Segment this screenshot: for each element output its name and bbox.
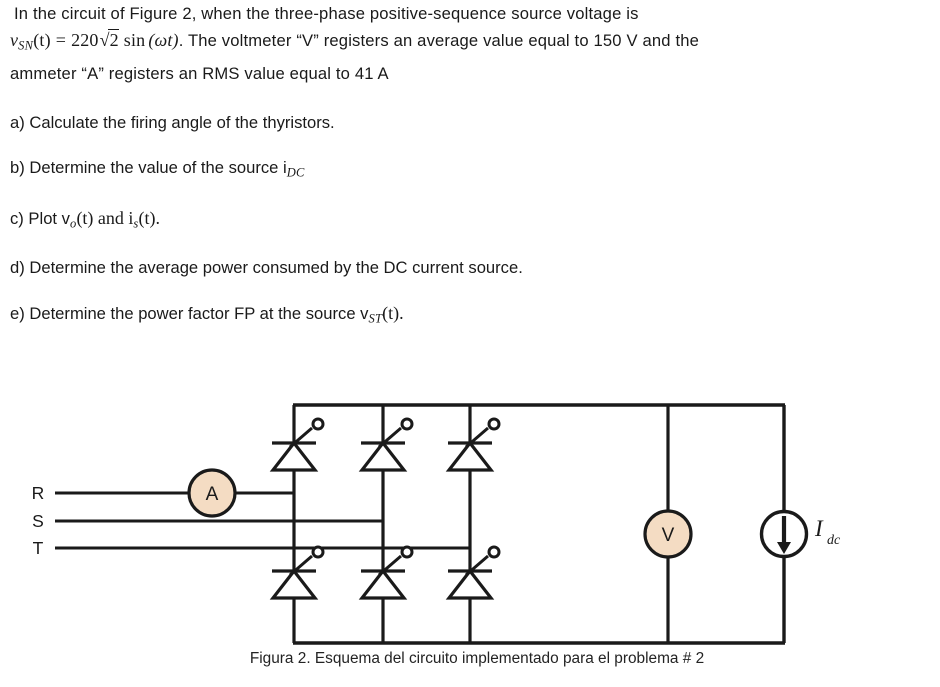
circuit-diagram: R S T A xyxy=(32,403,841,645)
sine-function: sin xyxy=(123,30,146,50)
radicand: 2 xyxy=(109,30,119,50)
question-list: a) Calculate the firing angle of the thy… xyxy=(0,112,940,353)
problem-statement: In the circuit of Figure 2, when the thr… xyxy=(0,0,940,87)
current-source-label-subscript: dc xyxy=(827,533,841,548)
statement-line-3: ammeter “A” registers an RMS value equal… xyxy=(10,63,389,83)
phase-label-s: S xyxy=(32,511,44,531)
current-source-branch: I dc xyxy=(759,405,841,643)
question-c-subscript-1: o xyxy=(69,216,77,230)
ammeter-body xyxy=(187,468,237,518)
current-source-label: I xyxy=(814,516,824,541)
voltage-amplitude: 220 xyxy=(71,30,99,50)
current-source-arrow-head xyxy=(777,542,791,554)
question-c-middle: (t) and i xyxy=(76,207,134,228)
question-c-tail: (t). xyxy=(138,207,161,228)
question-c-text: c) Plot v xyxy=(10,208,70,228)
question-item-a: a) Calculate the firing angle of the thy… xyxy=(10,113,335,132)
radical-bar xyxy=(108,28,119,30)
question-b-subscript: DC xyxy=(286,165,305,180)
question-c-subscript-2: s xyxy=(133,216,139,230)
voltage-variable-subscript: SN xyxy=(18,38,34,53)
sine-argument: (ωt) xyxy=(148,30,179,50)
phase-labels: R S T xyxy=(32,483,45,558)
question-e-text: e) Determine the power factor FP at the … xyxy=(10,304,369,323)
question-item-d: d) Determine the average power consumed … xyxy=(10,258,523,277)
phase-label-t: T xyxy=(33,538,44,558)
thyristor-upper-t[interactable] xyxy=(446,417,501,472)
voltmeter-branch: V xyxy=(643,405,693,643)
bridge-leg-r xyxy=(270,405,325,643)
circuit-figure: R S T A xyxy=(0,378,940,687)
voltmeter-label: V xyxy=(662,525,675,546)
equals-sign: = xyxy=(55,30,67,50)
phase-label-r: R xyxy=(32,483,45,503)
square-root: √2 xyxy=(99,28,119,50)
bridge-leg-s xyxy=(359,405,414,643)
question-e-tail: (t). xyxy=(382,303,404,323)
question-item-c: c) Plot vo(t) and is(t). xyxy=(0,207,940,258)
dc-current-source[interactable] xyxy=(759,509,809,559)
ammeter[interactable]: A xyxy=(187,468,237,518)
thyristor-upper-r[interactable] xyxy=(270,417,325,472)
dc-rails xyxy=(293,403,785,645)
question-e-subscript: ST xyxy=(368,311,383,326)
ammeter-label: A xyxy=(206,484,219,505)
voltage-variable: v xyxy=(10,30,19,50)
voltmeter-body xyxy=(643,509,693,559)
bridge-leg-t xyxy=(446,405,501,643)
question-item-e: e) Determine the power factor FP at the … xyxy=(0,302,940,353)
figure-caption: Figura 2. Esquema del circuito implement… xyxy=(249,650,705,667)
thyristor-upper-s[interactable] xyxy=(359,417,414,472)
thyristor-lower-s[interactable] xyxy=(359,545,414,600)
thyristor-lower-r[interactable] xyxy=(270,545,325,600)
statement-line-2-tail: . The voltmeter “V” registers an average… xyxy=(178,31,700,50)
thyristor-lower-t[interactable] xyxy=(446,545,501,600)
question-item-b: b) Determine the value of the source iDC xyxy=(0,157,940,207)
phase-feed-lines xyxy=(55,491,471,550)
statement-line-1: In the circuit of Figure 2, when the thr… xyxy=(14,4,639,23)
voltage-argument: (t) xyxy=(33,30,51,50)
voltmeter[interactable]: V xyxy=(643,509,693,559)
question-b-text: b) Determine the value of the source i xyxy=(10,158,287,177)
